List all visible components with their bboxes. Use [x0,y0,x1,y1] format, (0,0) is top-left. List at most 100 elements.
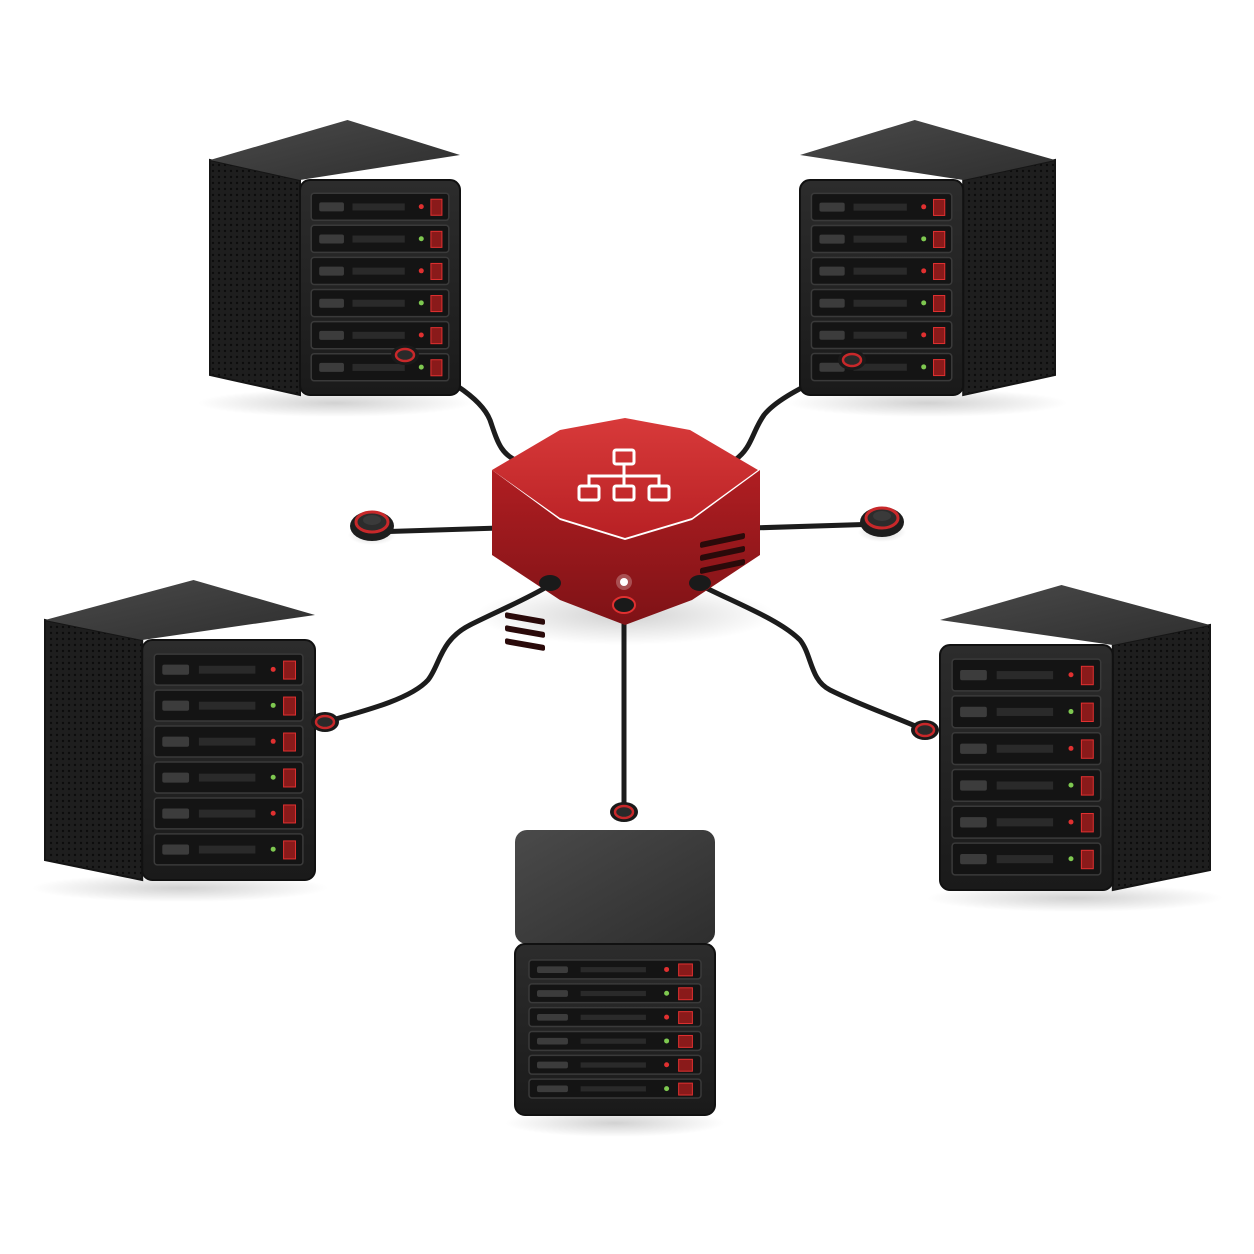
drive-activity-indicator [933,359,946,377]
drive-handle [960,817,987,828]
drive-activity-indicator [678,987,693,1001]
drive-handle [162,808,190,819]
servers [31,120,1224,1137]
drive-activity-indicator [933,295,946,313]
server-connector [311,712,339,732]
drive-status-led [418,204,424,210]
drive-activity-indicator [1080,776,1094,796]
server-connector [391,345,419,365]
drive-activity-indicator [933,230,946,248]
drive-activity-indicator [1080,665,1094,686]
drive-handle [537,1014,568,1021]
drive-handle [819,266,845,276]
drive-status-led [921,204,927,210]
drive-status-led [664,1062,670,1068]
server-side-vent [209,158,301,397]
server-bottom [505,802,725,1137]
drive-activity-indicator [283,804,296,824]
server-right [911,585,1224,912]
drive-grille [853,267,907,275]
drive-activity-indicator [283,732,296,752]
server-top-right [787,120,1068,417]
server-side-vent [1111,623,1211,892]
drive-activity-indicator [933,262,946,280]
drive-grille [352,267,405,275]
drive-activity-indicator [283,840,296,860]
drive-grille [352,235,405,243]
server-connector [838,350,866,370]
drive-handle [319,234,344,244]
server-side-vent [962,158,1056,397]
drive-grille [580,1014,646,1020]
drive-activity-indicator [430,198,443,216]
drive-status-led [418,332,424,338]
hub-status-led [620,578,628,586]
drive-activity-indicator [678,1058,693,1072]
server-top [515,830,715,944]
server-side-vent [44,618,144,882]
drive-handle [960,669,987,681]
drive-handle [819,298,845,308]
drive-status-led [270,774,276,780]
network-hub [475,418,775,651]
drive-status-led [664,990,670,996]
drive-activity-indicator [1080,813,1094,833]
drive-handle [162,772,190,783]
drive-handle [319,330,344,340]
drive-handle [319,266,344,276]
drive-grille [198,665,256,674]
drive-handle [319,362,344,372]
drive-activity-indicator [430,327,443,345]
drive-grille [198,773,256,782]
drive-activity-indicator [1080,849,1094,870]
drive-activity-indicator [430,262,443,280]
drive-status-led [664,1086,670,1092]
drive-activity-indicator [430,295,443,313]
drive-status-led [921,364,927,370]
drive-handle [162,700,190,711]
drive-grille [853,203,907,211]
server-top [45,580,315,640]
drive-status-led [418,364,424,370]
drive-handle [162,844,190,855]
hub-ports [539,575,711,614]
drive-status-led [1068,672,1074,678]
drive-grille [853,235,907,243]
drive-grille [996,671,1054,680]
drive-status-led [921,332,927,338]
drive-status-led [664,1038,670,1044]
drive-status-led [1068,782,1074,788]
drive-activity-indicator [678,963,693,977]
drive-activity-indicator [933,327,946,345]
drive-handle [960,853,987,865]
drive-activity-indicator [678,1082,693,1096]
drive-grille [198,701,256,710]
drive-handle [537,1037,568,1045]
drive-handle [162,664,190,675]
hub-vents-right [700,533,745,574]
drive-activity-indicator [430,230,443,248]
drive-handle [819,362,845,372]
drive-grille [580,1086,646,1092]
drive-grille [198,809,256,818]
drive-activity-indicator [283,768,296,788]
terminator-right [858,506,906,542]
drive-activity-indicator [678,1034,693,1048]
drive-status-led [921,268,927,274]
drive-grille [996,744,1054,753]
drive-grille [996,781,1054,790]
cable-terminator-right [749,521,883,531]
server-top-left [197,120,473,417]
drive-handle [819,330,845,340]
drive-grille [352,331,405,339]
drive-grille [996,707,1054,716]
server-left [31,580,339,902]
network-hierarchy-icon [577,448,671,502]
drive-handle [819,202,845,212]
drive-grille [198,845,256,854]
drive-handle [537,1085,568,1093]
drive-grille [580,1062,646,1068]
drive-handle [960,743,987,754]
server-top [800,120,1055,180]
drive-status-led [418,300,424,306]
